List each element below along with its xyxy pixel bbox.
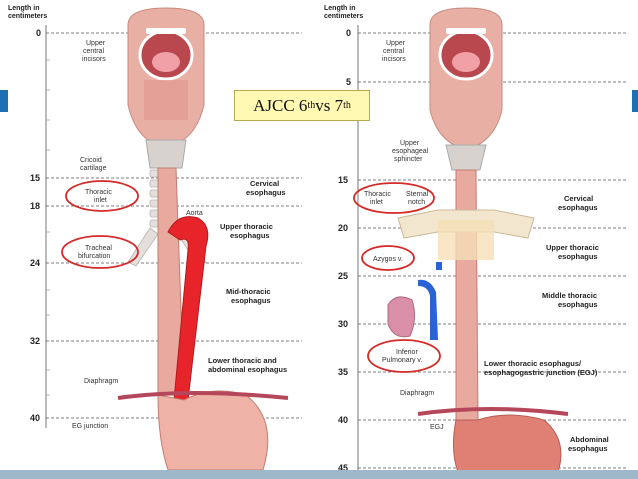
right-ues-3: sphincter — [394, 156, 423, 163]
right-seg-lower-2: esophagogastric junction (EGJ) — [484, 368, 598, 377]
left-axis-title-2: centimeters — [8, 13, 47, 20]
right-incisors-3: incisors — [382, 56, 406, 63]
right-seg-middle-1: Middle thoracic — [542, 291, 597, 300]
left-cricoid-1: Cricoid — [80, 157, 102, 164]
left-tick-40: 40 — [30, 413, 40, 423]
right-seg-cervical-1: Cervical — [564, 194, 593, 203]
right-egj-label: EGJ — [430, 424, 444, 431]
right-tick-20: 20 — [338, 223, 348, 233]
title-part-2: vs 7 — [315, 96, 343, 116]
left-seg-mid-1: Mid-thoracic — [226, 287, 271, 296]
left-head-illustration — [128, 8, 204, 140]
right-sternal-2: notch — [408, 199, 425, 206]
right-seg-abd-1: Abdominal — [570, 435, 609, 444]
left-seg-upper-2: esophagus — [230, 231, 270, 240]
right-thoracic-inlet-circle — [354, 183, 434, 213]
right-pulmonary-circle — [368, 340, 440, 372]
left-tick-24: 24 — [30, 258, 40, 268]
left-tracheal-2: bifurcation — [78, 253, 110, 260]
title-sup-2: th — [343, 100, 351, 111]
left-larynx — [146, 140, 186, 168]
left-incisors-3: incisors — [82, 56, 106, 63]
left-cricoid-2: cartilage — [80, 165, 107, 172]
right-axis-title-2: centimeters — [324, 13, 363, 20]
right-azygos-vein — [418, 280, 438, 340]
left-minor-ticks — [46, 60, 50, 395]
left-thoracic-inlet-circle — [66, 181, 138, 211]
right-pulm-1: Inferior — [396, 349, 418, 356]
right-tick-0: 0 — [346, 28, 351, 38]
left-tracheal-1: Tracheal — [85, 245, 112, 252]
left-incisors-1: Upper — [86, 40, 106, 47]
right-diaphragm — [418, 409, 568, 414]
left-seg-lower-2: abdominal esophagus — [208, 365, 287, 374]
left-stomach — [158, 391, 268, 470]
right-pulmonary-vein — [388, 297, 415, 337]
right-stomach — [453, 415, 561, 472]
left-seg-cervical-1: Cervical — [250, 179, 279, 188]
left-incisors-2: central — [83, 48, 104, 55]
right-seg-abd-2: esophagus — [568, 444, 608, 453]
right-seg-middle-2: esophagus — [558, 300, 598, 309]
left-diagram: Length in centimeters 0 15 18 24 32 40 — [8, 0, 310, 479]
left-seg-mid-2: esophagus — [231, 296, 271, 305]
right-ues-1: Upper — [400, 140, 420, 147]
right-sternal-1: Sternal — [406, 191, 429, 198]
right-diagram-panel: Length in centimeters 0 5 15 20 25 30 35… — [318, 0, 632, 479]
right-diaphragm-label: Diaphragm — [400, 390, 434, 397]
right-larynx — [446, 145, 486, 170]
right-esophagus — [456, 170, 478, 420]
left-axis-title-1: Length in — [8, 5, 40, 12]
right-head-illustration — [430, 8, 502, 145]
right-diagram: Length in centimeters 0 5 15 20 25 30 35… — [318, 0, 632, 479]
right-azygos-label: Azygos v. — [373, 256, 403, 263]
left-tick-15: 15 — [30, 173, 40, 183]
right-seg-cervical-2: esophagus — [558, 203, 598, 212]
right-tick-30: 30 — [338, 319, 348, 329]
right-thoracic-1: Thoracic — [364, 191, 391, 198]
right-axis-title-1: Length in — [324, 5, 356, 12]
left-diagram-panel: Length in centimeters 0 15 18 24 32 40 — [8, 0, 310, 479]
right-incisors-2: central — [383, 48, 404, 55]
right-azygos-branch — [436, 262, 442, 270]
right-incisors-1: Upper — [386, 40, 406, 47]
left-tick-0: 0 — [36, 28, 41, 38]
right-seg-upper-2: esophagus — [558, 252, 598, 261]
left-tracheal-circle — [62, 236, 138, 268]
right-pulm-2: Pulmonary v. — [382, 357, 422, 364]
right-thoracic-2: inlet — [370, 199, 383, 206]
right-tick-5: 5 — [346, 77, 351, 87]
right-tick-25: 25 — [338, 271, 348, 281]
right-tick-40: 40 — [338, 415, 348, 425]
bottom-strip — [0, 470, 638, 479]
right-seg-upper-1: Upper thoracic — [546, 243, 599, 252]
title-part-1: AJCC 6 — [253, 96, 307, 116]
left-tick-18: 18 — [30, 201, 40, 211]
right-seg-lower-1: Lower thoracic esophagus/ — [484, 359, 582, 368]
left-thoracic-2: inlet — [94, 197, 107, 204]
title-sup-1: th — [307, 100, 315, 111]
left-eg-label: EG junction — [72, 423, 108, 430]
left-seg-upper-1: Upper thoracic — [220, 222, 273, 231]
left-thoracic-1: Thoracic — [85, 189, 112, 196]
left-seg-lower-1: Lower thoracic and — [208, 356, 277, 365]
right-sternum — [438, 220, 494, 260]
left-seg-cervical-2: esophagus — [246, 188, 286, 197]
right-tick-35: 35 — [338, 367, 348, 377]
left-aorta-label: Aorta — [186, 210, 203, 217]
right-tick-15: 15 — [338, 175, 348, 185]
left-diaphragm-label: Diaphragm — [84, 378, 118, 385]
left-tick-32: 32 — [30, 336, 40, 346]
right-ues-2: esophageal — [392, 148, 429, 155]
